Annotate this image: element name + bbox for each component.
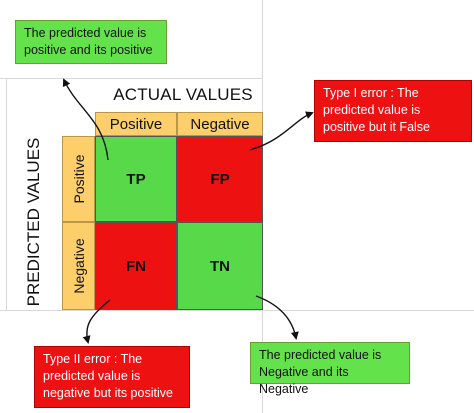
arrow-to-tn-note xyxy=(255,295,299,340)
actual-values-title: ACTUAL VALUES xyxy=(113,85,253,104)
grid-line xyxy=(0,310,474,311)
note-true-positive-text: The predicted value is positive and its … xyxy=(24,26,153,57)
grid-line xyxy=(0,78,262,79)
note-false-positive-text: Type I error : The predicted value is po… xyxy=(323,86,430,134)
note-true-negative-text: The predicted value is Negative and its … xyxy=(259,348,382,396)
cell-false-positive: FP xyxy=(177,136,263,222)
cell-true-negative: TN xyxy=(177,222,263,310)
row-header-positive: Positive xyxy=(62,136,95,222)
cell-true-positive: TP xyxy=(95,136,177,222)
note-false-negative: Type II error : The predicted value is n… xyxy=(34,346,190,408)
note-true-negative: The predicted value is Negative and its … xyxy=(250,342,410,396)
cell-false-negative: FN xyxy=(95,222,177,310)
grid-line xyxy=(6,78,7,310)
column-header-negative: Negative xyxy=(177,112,263,136)
row-header-negative: Negative xyxy=(62,222,95,310)
note-false-positive: Type I error : The predicted value is po… xyxy=(314,80,472,142)
note-false-negative-text: Type II error : The predicted value is n… xyxy=(43,352,173,400)
note-true-positive: The predicted value is positive and its … xyxy=(15,20,167,64)
arrow-to-tp-note xyxy=(62,78,109,161)
column-header-positive: Positive xyxy=(95,112,177,136)
arrow-to-fn-note xyxy=(82,299,111,344)
arrow-to-fp-note xyxy=(249,111,314,151)
